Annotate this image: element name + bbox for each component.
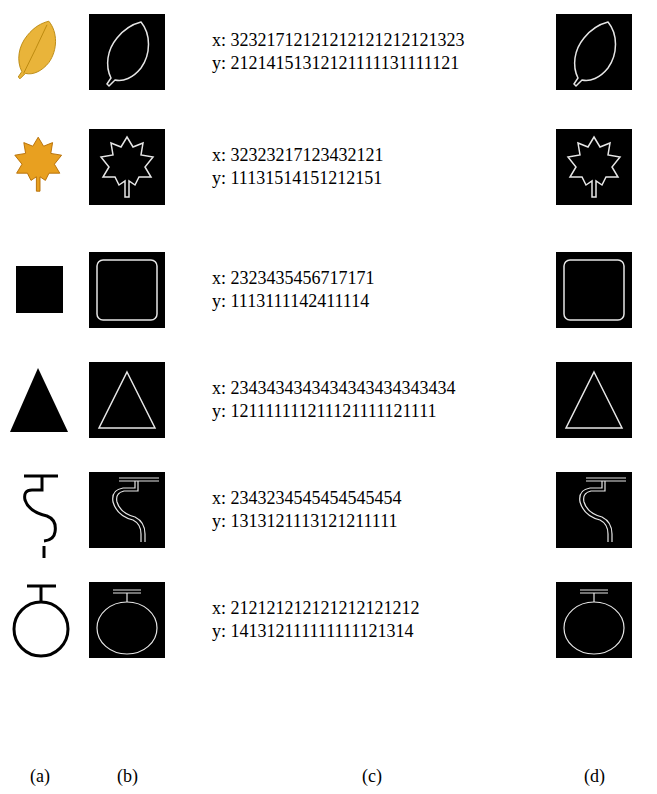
symbol-image (14, 586, 68, 656)
chain-code: x: 32321712121212121212121323 (212, 30, 465, 50)
panel-label: (d) (584, 766, 605, 786)
chain-code: y: 1113111142411114 (212, 291, 369, 311)
chain-code: y: 121111111211121111121111 (212, 401, 436, 421)
square-image (16, 266, 63, 313)
contour-panels (89, 14, 632, 658)
chain-code: x: 32323217123432121 (212, 145, 384, 165)
chain-code: y: 141312111111111121314 (212, 621, 414, 641)
triangle-image (10, 368, 68, 432)
panel-label: (a) (30, 766, 50, 786)
maple-leaf-image (15, 137, 62, 191)
chain-code: x: 2323435456717171 (212, 268, 375, 288)
symbol-image (24, 476, 58, 558)
chain-code: y: 1313121113121211111 (212, 511, 398, 531)
chain-code: x: 2343434343434343434343434 (212, 378, 456, 398)
panel-label: (c) (362, 766, 382, 786)
chain-code: y: 11131514151212151 (212, 168, 382, 188)
panel-label: (b) (117, 766, 138, 786)
chain-code: x: 2343234545454545454 (212, 488, 402, 508)
leaf-image (18, 21, 55, 79)
chain-code: x: 212121212121212121212 (212, 598, 420, 618)
chain-code: y: 21214151312121111131111121 (212, 53, 459, 73)
